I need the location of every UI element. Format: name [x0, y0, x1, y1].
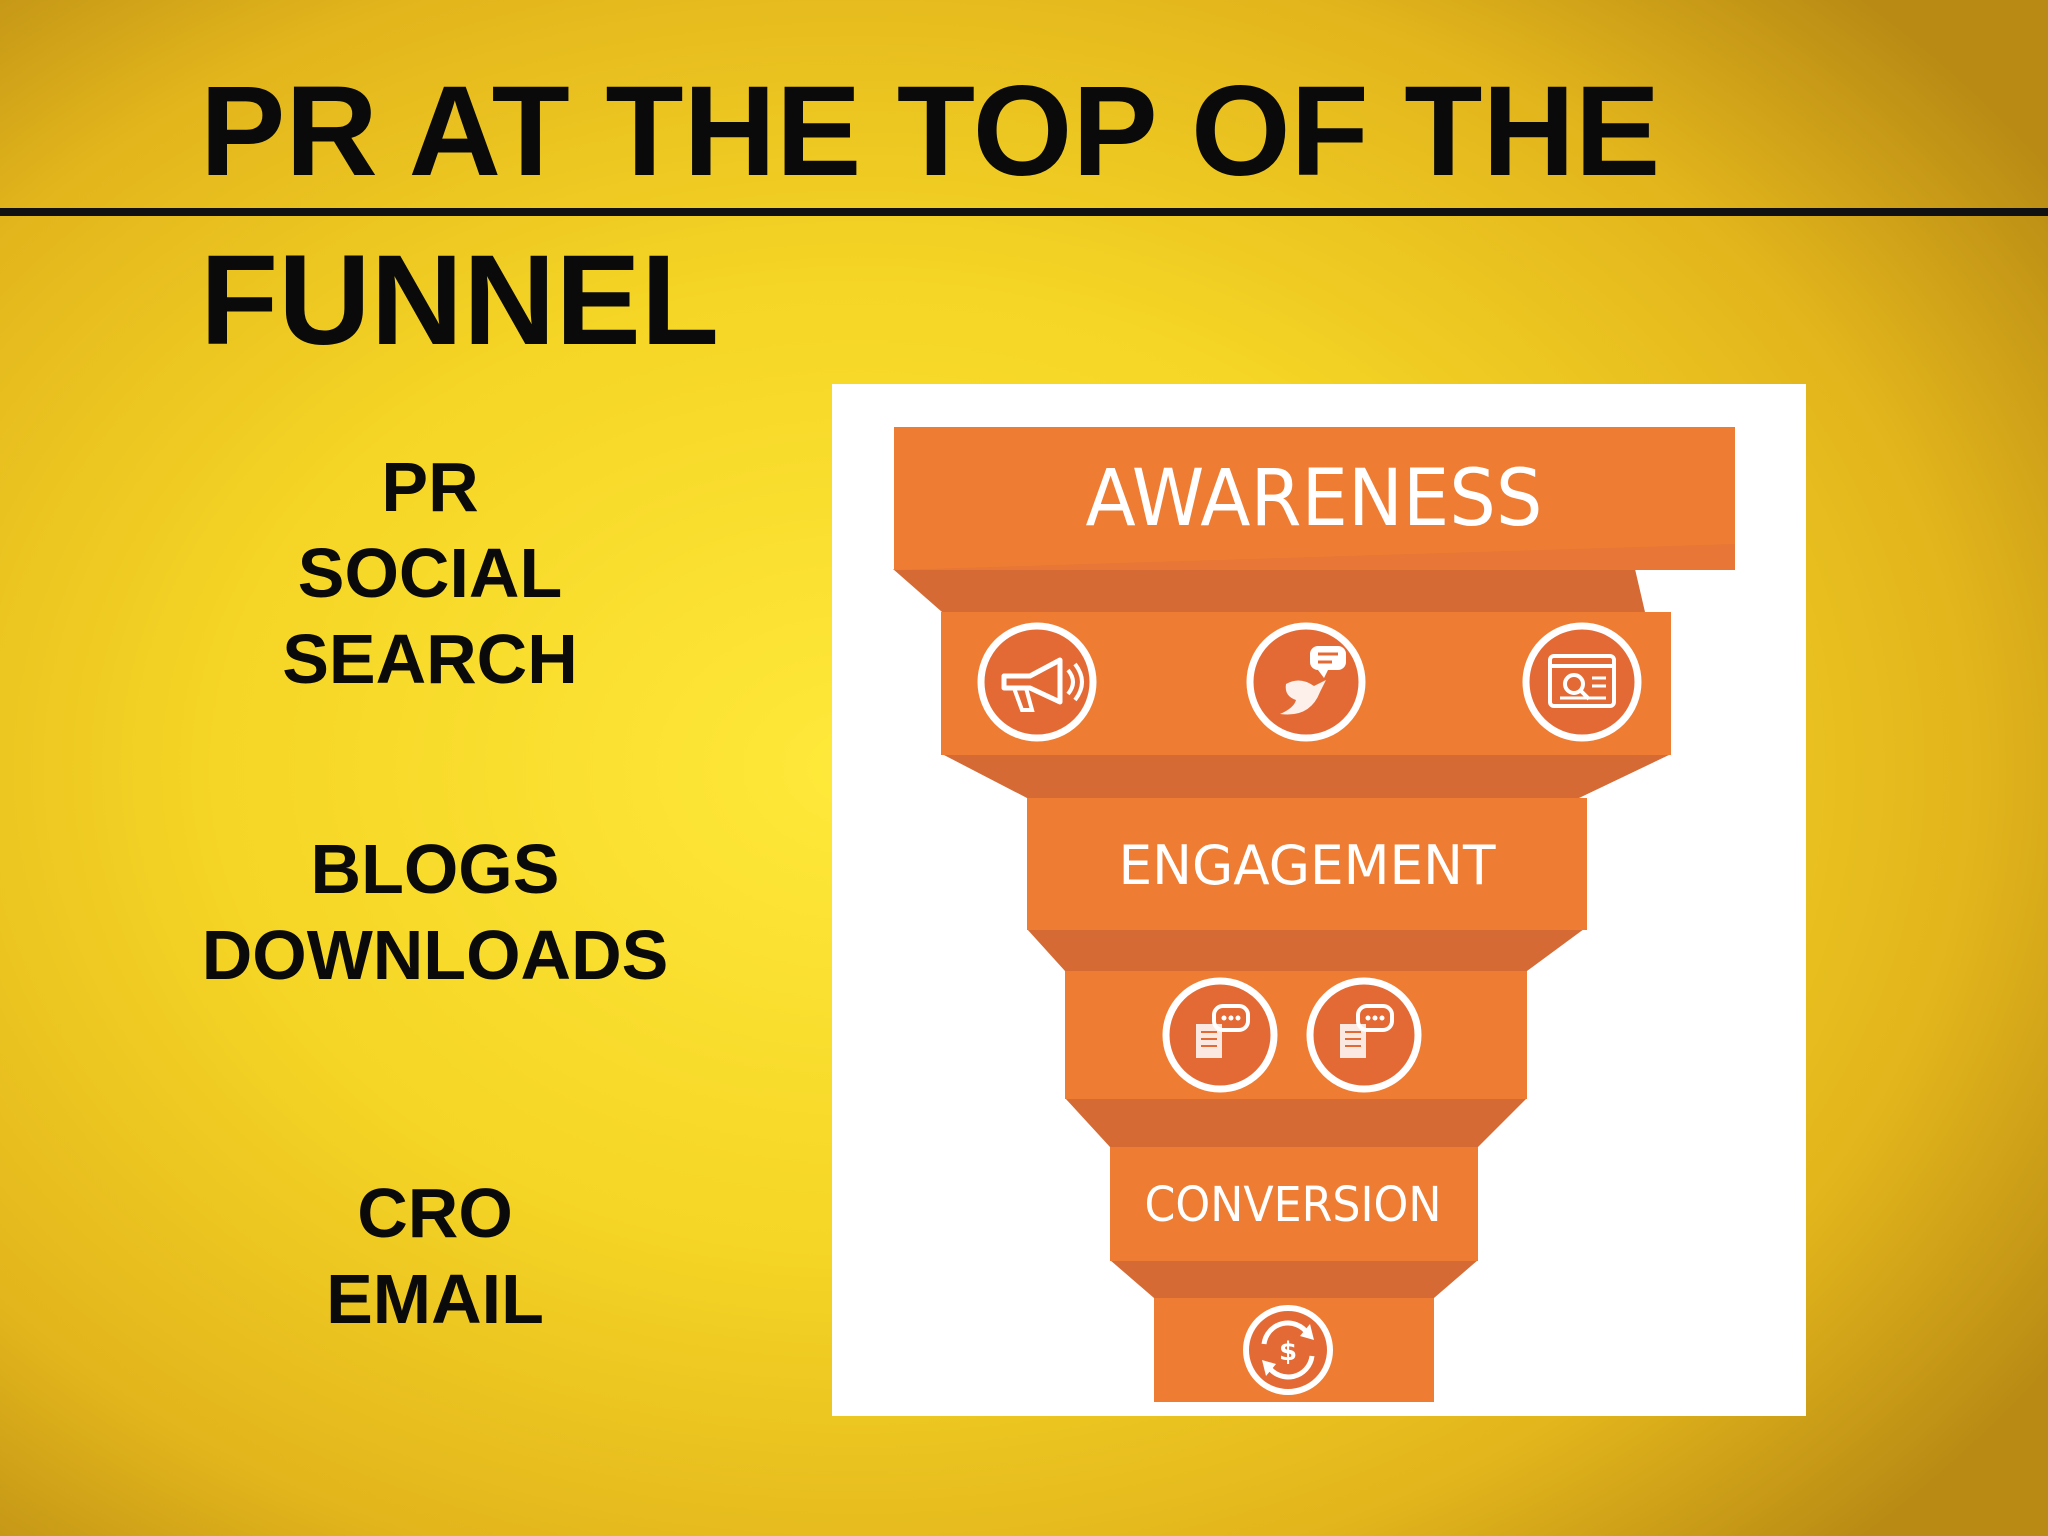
document-chat-icon [1162, 977, 1278, 1093]
channel-cro: CRO [357, 1174, 513, 1252]
channel-blogs: BLOGS [310, 830, 560, 908]
stage-label-engagement: ENGAGEMENT [1119, 834, 1497, 897]
fold-connector-1 [893, 569, 1645, 612]
document-chat-icon [1306, 977, 1422, 1093]
bird-chat-icon [1246, 622, 1366, 742]
browser-search-icon [1522, 622, 1642, 742]
stage-label-awareness: AWARENESS [1086, 454, 1543, 544]
title-divider [0, 208, 2048, 216]
slide-title-line-1: PR AT THE TOP OF THE [200, 60, 1661, 203]
stage-label-conversion: CONVERSION [1145, 1177, 1442, 1233]
megaphone-icon [977, 622, 1097, 742]
fold-connector-3 [1027, 929, 1584, 971]
channel-social: SOCIAL [297, 534, 563, 612]
band-engagement-icons [1065, 971, 1527, 1099]
channel-group-conversion: CRO EMAIL [235, 1170, 635, 1342]
fold-connector-2 [942, 754, 1671, 798]
svg-text:$: $ [1279, 1337, 1297, 1367]
channel-group-awareness: PR SOCIAL SEARCH [230, 444, 630, 702]
band-conversion [1110, 1147, 1478, 1261]
band-engagement [1027, 798, 1587, 930]
fold-connector-5 [1110, 1260, 1478, 1298]
channel-downloads: DOWNLOADS [201, 916, 669, 994]
band-awareness [894, 427, 1735, 570]
channel-pr: PR [381, 448, 479, 526]
slide-title-line-2: FUNNEL [200, 229, 720, 372]
dollar-cycle-icon: $ [1243, 1305, 1333, 1395]
funnel-diagram: AWARENESS ENGAGEMENT CONVERSION [893, 427, 1735, 1402]
channel-group-engagement: BLOGS DOWNLOADS [190, 826, 680, 998]
fold-connector-4 [1065, 1098, 1527, 1147]
channel-search: SEARCH [282, 620, 578, 698]
band-awareness-shade [894, 544, 1735, 570]
channel-email: EMAIL [326, 1260, 544, 1338]
funnel-diagram-panel: AWARENESS ENGAGEMENT CONVERSION [832, 384, 1806, 1416]
